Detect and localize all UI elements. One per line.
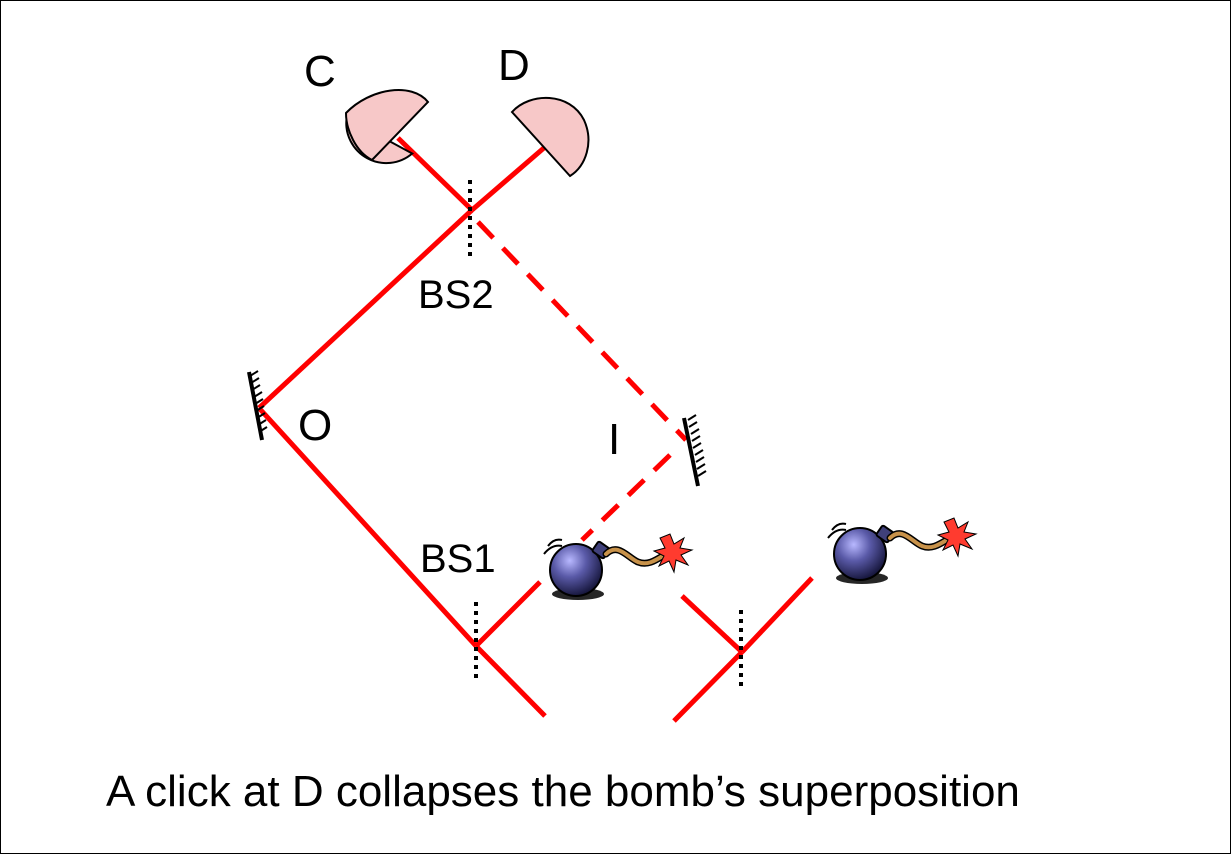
beam-bs2-to-detector-d bbox=[470, 145, 547, 212]
bomb-1 bbox=[544, 534, 692, 600]
dashed-beam-paths bbox=[476, 220, 688, 542]
beam-second-to-bomb bbox=[740, 576, 814, 654]
bomb-icon bbox=[828, 518, 976, 584]
beam-mirror-o-to-bs2 bbox=[257, 208, 474, 410]
beam-second-from-bomb bbox=[680, 594, 744, 654]
mirror-i bbox=[682, 414, 707, 487]
caption: A click at D collapses the bomb’s superp… bbox=[106, 767, 1020, 816]
hatched-mirror-icon bbox=[682, 414, 707, 487]
beam-mirror-i-to-bomb-dashed bbox=[580, 453, 672, 542]
label-detector-c: C bbox=[304, 47, 336, 96]
beam-bs2-to-detector-c bbox=[396, 136, 474, 212]
bomb-icon bbox=[544, 534, 692, 600]
label-mirror-i: I bbox=[608, 415, 620, 464]
beam-second-input bbox=[672, 650, 744, 723]
label-detector-d: D bbox=[498, 41, 530, 90]
beam-bs2-to-mirror-i-dashed bbox=[476, 220, 688, 442]
label-mirror-o: O bbox=[298, 401, 332, 450]
label-bs1: BS1 bbox=[420, 537, 496, 581]
detector-c bbox=[344, 89, 430, 165]
mirror-o bbox=[247, 370, 268, 441]
detector-d bbox=[510, 97, 590, 178]
hatched-mirror-icon bbox=[247, 370, 268, 441]
beam-bs1-input bbox=[474, 644, 547, 718]
beam-bs1-to-bomb bbox=[474, 580, 542, 648]
half-disc-detector-icon bbox=[510, 97, 590, 178]
label-bs2: BS2 bbox=[418, 273, 494, 317]
bomb-2 bbox=[828, 518, 976, 584]
beam-paths bbox=[257, 136, 814, 723]
beam-bs1-to-mirror-o bbox=[257, 406, 478, 648]
